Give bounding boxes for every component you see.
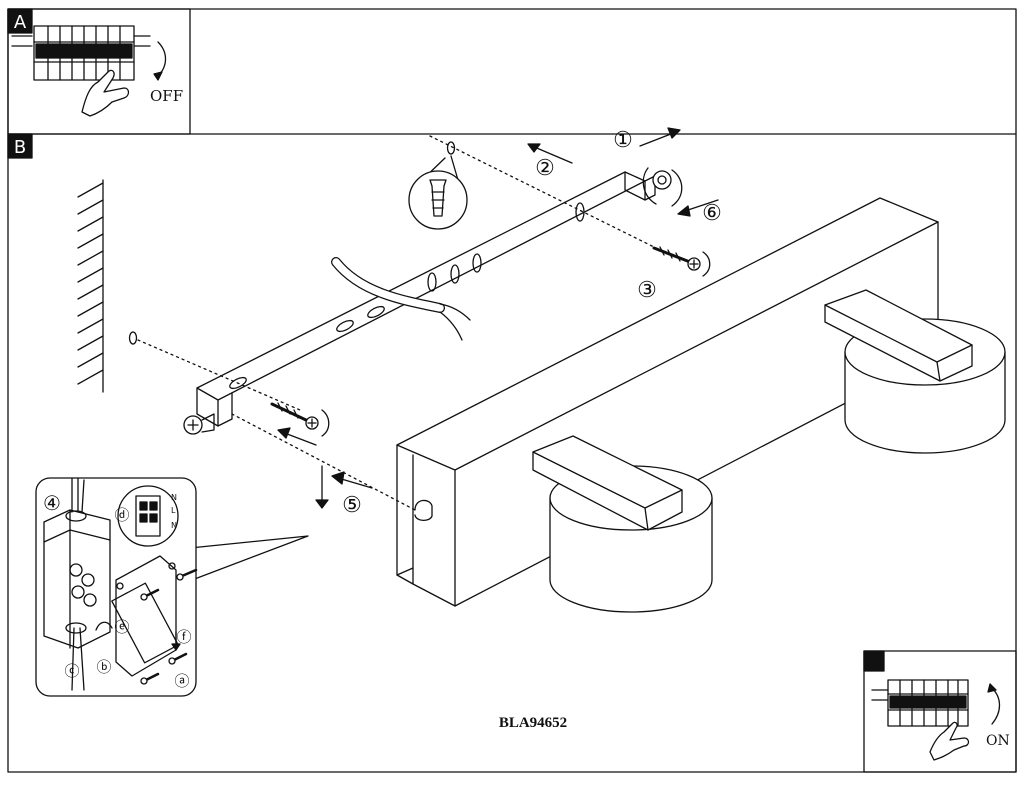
sub-step-b-label: ⓑ <box>96 658 111 676</box>
hand-icon-on <box>929 721 970 761</box>
sub-step-e-label: ⓔ <box>114 618 129 636</box>
panel-c-state-label: ON <box>986 733 1010 749</box>
breaker-panel-on <box>871 679 969 727</box>
terminal-n-lower: N <box>171 521 177 530</box>
step-arrows <box>277 127 719 509</box>
step-5-label: ⑤ <box>342 493 362 518</box>
wall-plug-icon <box>429 179 447 217</box>
lamp-head-right <box>824 289 1006 454</box>
panel-c: ON <box>863 650 1017 773</box>
sub-step-d-label: ⓓ <box>114 506 129 524</box>
wall-plug-detail <box>408 155 468 230</box>
mounting-bracket <box>196 171 656 427</box>
hand-icon <box>81 69 130 117</box>
panel-b-label-box <box>7 133 33 159</box>
step-6-label: ⑥ <box>702 201 722 226</box>
wing-nut <box>642 167 683 207</box>
bracket-bolt <box>183 413 215 435</box>
sub-step-f-label: ⓕ <box>176 628 191 646</box>
panel-a-letter: A <box>14 12 27 33</box>
rotate-arrow-icon <box>157 41 167 77</box>
step-3-label: ③ <box>637 278 657 303</box>
panel-a-state-label: OFF <box>150 87 183 105</box>
panel-c-label-box <box>863 650 885 672</box>
lamp-head-left <box>532 435 713 613</box>
terminal-n-upper: N <box>171 493 177 502</box>
panel-a: A OFF <box>7 8 191 135</box>
panel-a-frame <box>7 8 191 135</box>
panel-c-frame <box>863 650 1017 773</box>
panel-b-letter: B <box>14 137 26 158</box>
step-1-label: ① <box>613 128 633 153</box>
drill-hole-lower <box>128 331 138 345</box>
sub-step-a-label: ⓐ <box>174 672 189 690</box>
panel-a-label-box <box>7 8 33 34</box>
drill-guide-lines <box>137 135 661 511</box>
rotate-arrow-icon-on <box>991 687 1001 725</box>
step-4-label: ④ <box>43 491 61 515</box>
wall-hatching <box>77 179 104 393</box>
step-2-label: ② <box>535 156 555 181</box>
breaker-panel-off <box>11 25 151 81</box>
terminal-l: L <box>171 506 176 515</box>
screw-upper <box>652 246 711 277</box>
power-cable <box>331 257 471 341</box>
sub-step-c-label: ⓒ <box>64 662 79 680</box>
drill-hole-upper <box>446 141 456 155</box>
product-code: BLA94652 <box>499 715 567 731</box>
junction-box-detail: ④ N L N ⓓ ⓐ ⓑ ⓒ ⓔ ⓕ <box>35 477 309 697</box>
outer-frame <box>7 8 1017 773</box>
screw-lower <box>270 402 330 437</box>
